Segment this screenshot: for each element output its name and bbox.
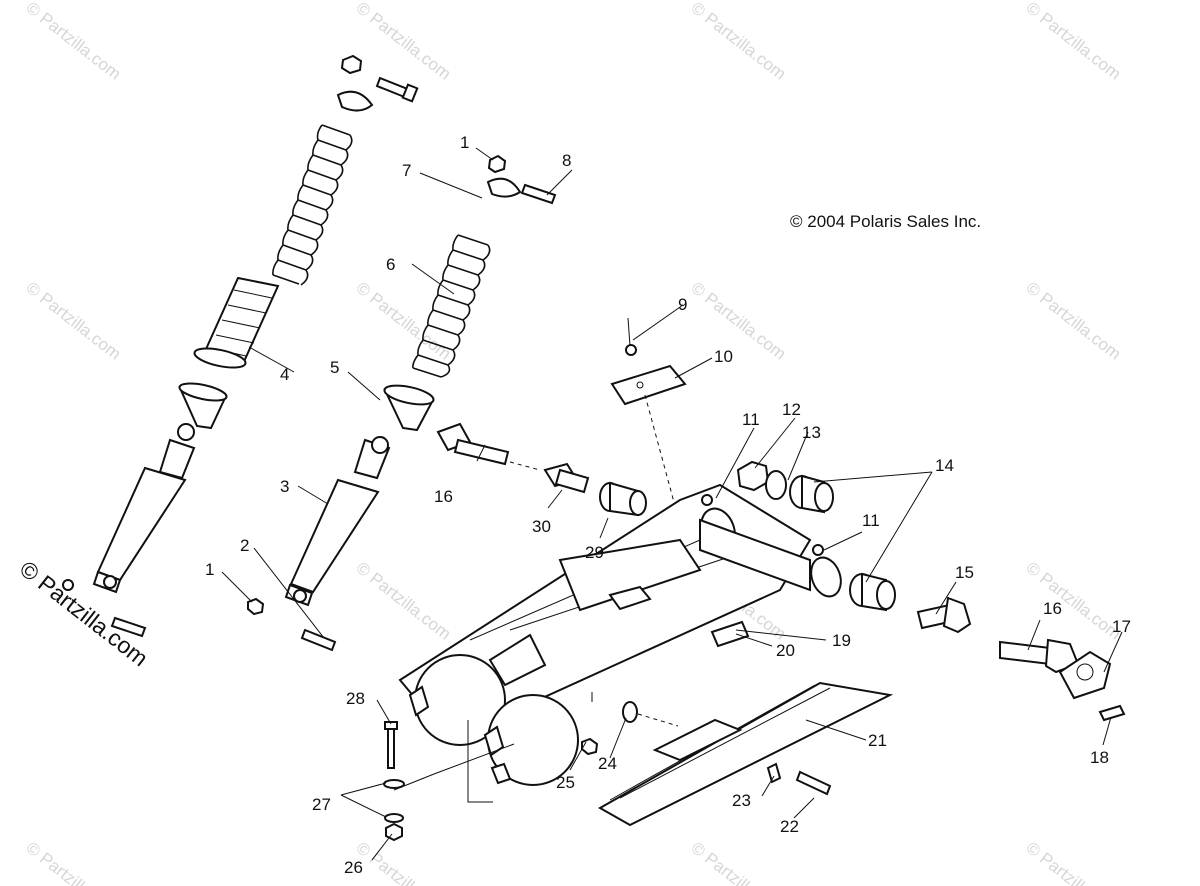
- bolt-part: [627, 317, 631, 347]
- fastener-part: [622, 701, 638, 723]
- side-watermark: © Partzilla.com: [15, 555, 153, 671]
- axle-clamp-part: [414, 654, 507, 746]
- pivot-tube-part: [810, 556, 842, 598]
- callout-24: 24: [598, 754, 617, 773]
- bolt-part: [795, 770, 832, 796]
- callout-30: 30: [532, 517, 551, 536]
- watermark: © Partzilla.com: [1023, 0, 1125, 84]
- watermark: © Partzilla.com: [1023, 558, 1125, 644]
- callout-5: 5: [330, 358, 339, 377]
- left-shock-assembly: [62, 54, 419, 638]
- shock-body-part: [96, 466, 187, 582]
- callout-2: 2: [240, 536, 249, 555]
- boot-rim-part: [193, 347, 247, 369]
- swing-arm-assembly: [398, 317, 842, 803]
- callout-6: 6: [386, 255, 395, 274]
- watermark: © Partzilla.com: [23, 278, 125, 364]
- leader-lines: [221, 147, 1123, 861]
- copyright-text: © 2004 Polaris Sales Inc.: [790, 212, 981, 231]
- callout-26: 26: [344, 858, 363, 877]
- shock-body-part: [289, 478, 380, 594]
- watermark: © Partzilla.com: [1023, 838, 1125, 886]
- small-nut-part: [62, 579, 74, 591]
- spring-part: [412, 234, 491, 378]
- plate-part: [610, 364, 687, 406]
- spring-part: [272, 124, 353, 286]
- callout-11: 11: [862, 511, 880, 530]
- callout-11: 11: [742, 410, 760, 429]
- grease-fitting-part: [701, 494, 713, 506]
- callout-14: 14: [935, 456, 954, 475]
- callout-27: 27: [312, 795, 331, 814]
- label-plate-part: [710, 620, 750, 648]
- callout-17: 17: [1112, 617, 1131, 636]
- callout-1: 1: [460, 133, 469, 152]
- callout-20: 20: [776, 641, 795, 660]
- callout-3: 3: [280, 477, 289, 496]
- bolt-part: [999, 640, 1051, 666]
- pivot-hardware: [736, 460, 1126, 722]
- washer-part: [384, 813, 404, 823]
- watermark: © Partzilla.com: [688, 838, 790, 886]
- nut-part: [581, 737, 599, 756]
- shock-rod-part: [158, 438, 196, 480]
- callout-4: 4: [280, 365, 289, 384]
- slide-rail-assembly: [597, 681, 894, 827]
- callout-1: 1: [205, 560, 214, 579]
- slide-rail-part: [597, 681, 894, 827]
- callout-8: 8: [562, 151, 571, 170]
- watermark: © Partzilla.com: [688, 278, 790, 364]
- watermark: © Partzilla.com: [353, 838, 455, 886]
- watermark: © Partzilla.com: [353, 278, 455, 364]
- watermark: © Partzilla.com: [23, 0, 125, 84]
- bolt-part: [520, 183, 557, 205]
- spacer-part: [766, 762, 782, 784]
- callout-18: 18: [1090, 748, 1109, 767]
- callout-13: 13: [802, 423, 821, 442]
- callout-12: 12: [782, 400, 801, 419]
- callout-21: 21: [868, 731, 887, 750]
- callout-28: 28: [346, 689, 365, 708]
- nut-part: [247, 597, 265, 616]
- watermark: © Partzilla.com: [688, 0, 790, 84]
- watermark: © Partzilla.com: [353, 558, 455, 644]
- right-shock-assembly: [247, 154, 557, 652]
- watermark: © Partzilla.com: [23, 838, 125, 886]
- bolt-part: [300, 628, 337, 652]
- callout-16: 16: [434, 487, 453, 506]
- washer-part: [336, 90, 374, 112]
- watermark: © Partzilla.com: [1023, 278, 1125, 364]
- callout-16: 16: [1043, 599, 1062, 618]
- washer-part: [765, 470, 787, 500]
- lower-bolt-part: [110, 616, 147, 638]
- callout-10: 10: [714, 347, 733, 366]
- nut-part: [340, 54, 363, 75]
- nut-part: [736, 460, 770, 492]
- bolt-head-part: [401, 83, 419, 103]
- callout-22: 22: [780, 817, 799, 836]
- bolt-part: [1098, 704, 1126, 722]
- grease-fitting-part: [812, 544, 824, 556]
- bolt-part: [387, 727, 395, 769]
- plate-part: [1058, 650, 1112, 700]
- callout-15: 15: [955, 563, 974, 582]
- callout-23: 23: [732, 791, 751, 810]
- washer-part: [486, 177, 522, 198]
- callout-labels: 1 1 2 3 4 5 6 7 8 9 10 11 11 12 13 14 15…: [205, 133, 1131, 877]
- callout-25: 25: [556, 773, 575, 792]
- callout-9: 9: [678, 295, 687, 314]
- watermark: © Partzilla.com: [353, 0, 455, 84]
- callout-7: 7: [402, 161, 411, 180]
- callout-29: 29: [585, 543, 604, 562]
- nut-part: [385, 822, 403, 842]
- callout-19: 19: [832, 631, 851, 650]
